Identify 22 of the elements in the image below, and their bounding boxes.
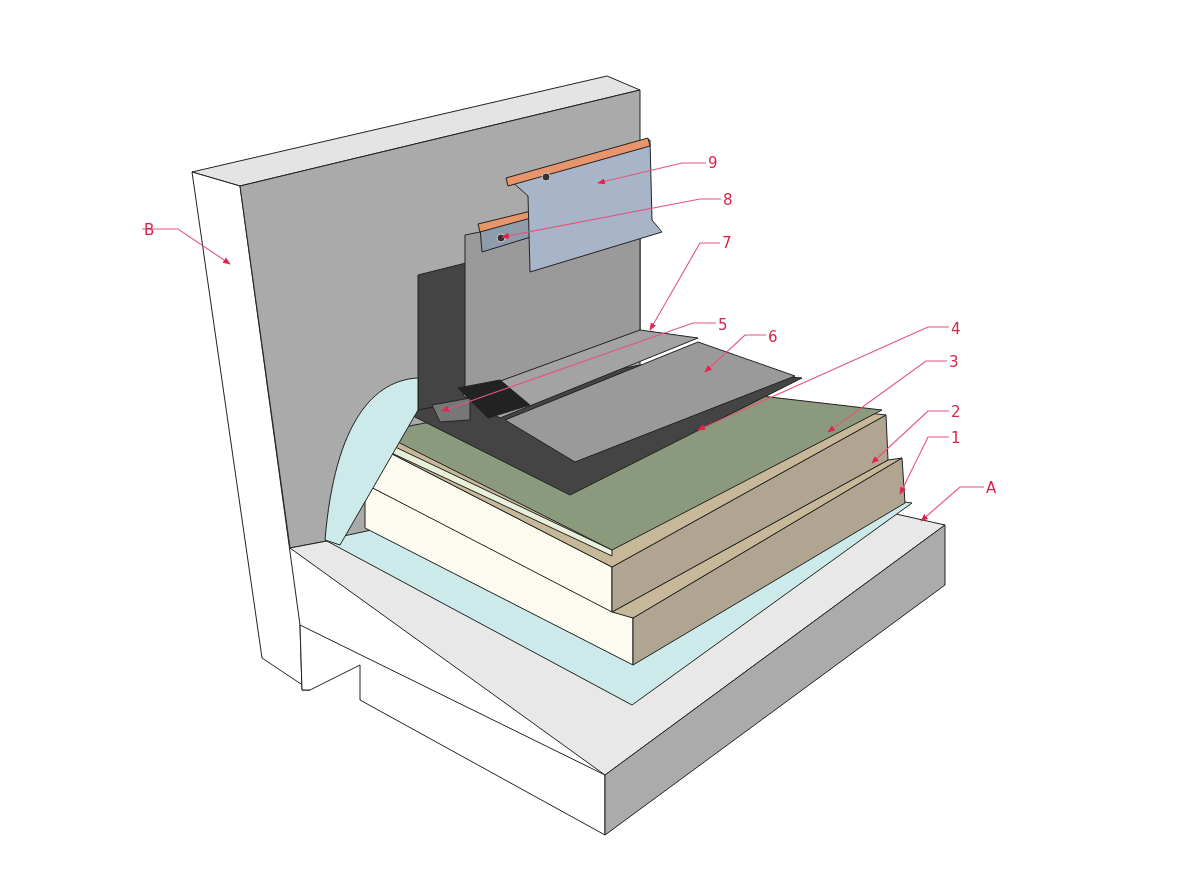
leader-line xyxy=(441,322,717,412)
leader-line xyxy=(704,334,767,373)
callout-label: 9 xyxy=(707,154,719,172)
callout-label: 8 xyxy=(722,191,734,209)
leader-line xyxy=(649,242,721,331)
leader-line xyxy=(141,228,231,265)
leader-line xyxy=(899,436,950,495)
leader-line xyxy=(871,410,950,464)
callout-label: 6 xyxy=(767,328,779,346)
callout-label: 5 xyxy=(717,316,729,334)
leader-line xyxy=(827,360,948,433)
callout-label: 1 xyxy=(950,429,962,447)
leader-line xyxy=(697,326,950,431)
leader-line xyxy=(920,486,985,522)
leader-line xyxy=(501,198,722,239)
callout-label: B xyxy=(143,221,156,239)
callout-label: 7 xyxy=(721,234,733,252)
callout-label: 3 xyxy=(948,353,960,371)
callout-label: 4 xyxy=(950,320,962,338)
callout-label: 2 xyxy=(950,403,962,421)
leader-line xyxy=(597,162,707,185)
callout-label: A xyxy=(985,479,998,497)
